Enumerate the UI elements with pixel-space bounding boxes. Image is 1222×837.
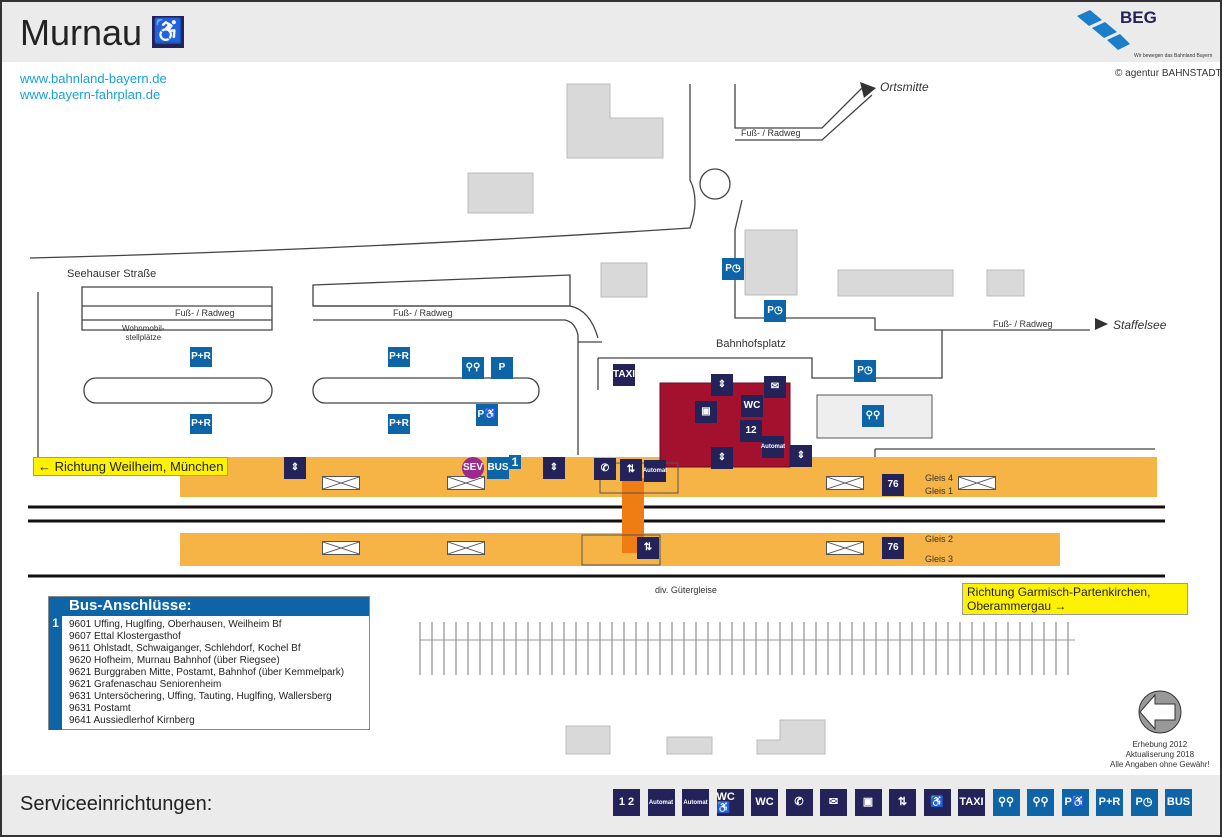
bike-parking-icon: ⚲⚲ [462, 357, 484, 379]
bus-line: 9601 Uffing, Huglfing, Oberhausen, Weilh… [69, 619, 282, 630]
bus-line: 9607 Ettal Klostergasthof [69, 631, 181, 642]
note: Alle Angaben ohne Gewähr! [1110, 760, 1210, 769]
header: Murnau ♿ BEG Wir bewegen das Bahnland Ba… [2, 2, 1220, 62]
bus-icon: BUS [1165, 789, 1192, 816]
taxi-icon: TAXI [613, 364, 635, 386]
shelter [826, 541, 864, 555]
bike-parking-icon: ⚲⚲ [1027, 789, 1054, 816]
phone-icon: ✆ [594, 458, 616, 480]
lockers-icon: ▣ [695, 401, 717, 423]
footer: Serviceeinrichtungen: 1 2 Automat Automat W… [2, 775, 1220, 835]
lockers-icon: ▣ [854, 789, 882, 816]
bus-line: 9621 Grafenaschau Seniorenheim [69, 679, 222, 690]
ticket-office-icon: 12 [740, 420, 762, 442]
shelter [322, 541, 360, 555]
motorbike-parking-icon: P [491, 357, 513, 379]
park-and-ride-icon: P+R [190, 345, 212, 367]
taxi-icon: TAXI [958, 789, 985, 816]
wc-icon: WC [751, 789, 778, 816]
shelter [447, 476, 485, 490]
beg-logo: BEG Wir bewegen das Bahnland Bayern [1072, 6, 1212, 61]
phone-icon: ✆ [785, 789, 813, 816]
shelter [322, 476, 360, 490]
park-and-ride-icon: P+R [190, 412, 212, 434]
platform-track-icon: 76 [882, 474, 904, 496]
short-term-parking-icon: P◷ [764, 300, 786, 322]
entrance-icon: ⇕ [543, 457, 565, 479]
direction-garmisch: Richtung Garmisch-Partenkirchen, Oberamm… [962, 583, 1188, 615]
bus-line: 9611 Ohlstadt, Schwaiganger, Schlehdorf,… [69, 643, 301, 654]
platform-track-icon: 76 [882, 537, 904, 559]
label-ortsmitte: Ortsmitte [880, 80, 929, 94]
park-and-ride-icon: P+R [388, 345, 410, 367]
entrance-icon: ⇕ [790, 445, 812, 467]
label-staffelsee: Staffelsee [1113, 318, 1167, 332]
bus-bay-badge: 1 [49, 616, 62, 730]
page-title: Murnau [20, 12, 143, 53]
short-term-parking-icon: P◷ [854, 360, 876, 382]
ticket-machine-icon: Automat [643, 460, 667, 482]
label-radweg-3: Fuß- / Radweg [175, 308, 235, 318]
mail-icon: ✉ [820, 789, 847, 816]
link-bahnland[interactable]: www.bahnland-bayern.de [20, 71, 167, 86]
shelter [958, 476, 996, 490]
park-and-ride-icon: P+R [388, 412, 410, 434]
entrance-icon: ⇕ [711, 374, 733, 396]
ticket-machine-long-distance-icon: Automat [647, 789, 675, 816]
shelter [826, 476, 864, 490]
bus-line: 9631 Untersöchering, Uffing, Tauting, Hu… [69, 691, 332, 702]
note: Aktualiserung 2018 [1125, 750, 1195, 759]
label-gleis2: Gleis 2 [925, 534, 954, 544]
elevator-icon: ⇅ [620, 459, 642, 481]
label-wohnmobil: Wohnmobil- stellplätze [122, 324, 165, 342]
label-gleis3: Gleis 3 [925, 554, 954, 564]
short-term-parking-icon: P◷ [722, 258, 744, 280]
label-gleis4: Gleis 4 [925, 473, 954, 483]
bike-parking-icon: ⚲⚲ [862, 405, 884, 427]
bus-stop-icon: BUS [487, 457, 509, 479]
label-bahnhofsplatz: Bahnhofsplatz [716, 338, 786, 350]
bus-line: 9621 Burggraben Mitte, Postamt, Bahnhof … [69, 667, 345, 678]
bus-line: 9620 Hofheim, Murnau Bahnhof (über Riegs… [69, 655, 280, 666]
covered-bike-parking-icon: ⚲⚲ [992, 789, 1020, 816]
mail-icon: ✉ [764, 376, 786, 398]
label-gueterleise: div. Gütergleise [655, 585, 717, 595]
accessible-wc-icon: WC [741, 395, 763, 417]
note: Erhebung 2012 [1132, 740, 1188, 749]
elevator-icon: ⇅ [889, 789, 916, 816]
bus-lines-list: 9601 Uffing, Huglfing, Oberhausen, Weilh… [69, 619, 344, 727]
shelter [447, 541, 485, 555]
link-fahrplan[interactable]: www.bayern-fahrplan.de [20, 87, 161, 102]
ticket-machine-icon: Automat [761, 436, 785, 458]
label-radweg-2: Fuß- / Radweg [993, 319, 1053, 329]
elevator-icon: ⇅ [637, 537, 659, 559]
bus-connections-panel: Bus-Anschlüsse: 1 9601 Uffing, Huglfing,… [48, 596, 370, 730]
bus-panel-title: Bus-Anschlüsse: [49, 597, 369, 616]
ticket-machine-regional-icon: Automat [682, 789, 709, 816]
label-seehauser: Seehauser Straße [67, 268, 157, 280]
wheelchair-icon: ♿ [152, 16, 184, 48]
bus-bay-number: 1 [509, 455, 521, 469]
entrance-icon: ⇕ [711, 447, 733, 469]
legend-title: Serviceeinrichtungen: [20, 793, 213, 815]
bus-line: 9631 Postamt [69, 703, 131, 714]
direction-weilheim: ← Richtung Weilheim, München [33, 457, 229, 476]
entrance-icon: ⇕ [284, 457, 306, 479]
accessible-parking-icon: P♿ [476, 404, 498, 426]
label-radweg-1: Fuß- / Radweg [741, 128, 801, 138]
ticket-machine-icon: 1 2 [613, 789, 640, 816]
accessible-wc-icon: WC♿ [716, 789, 744, 816]
label-radweg-4: Fuß- / Radweg [393, 308, 453, 318]
accessible-parking-icon: P♿ [1061, 789, 1089, 816]
copyright: © agentur BAHNSTADT [1115, 68, 1222, 79]
short-term-parking-icon: P◷ [1130, 789, 1158, 816]
wheelchair-lift-icon: ♿ [923, 789, 951, 816]
sev-replacement-bus-icon: SEV [462, 457, 484, 479]
label-gleis1: Gleis 1 [925, 486, 954, 496]
park-and-ride-icon: P+R [1096, 789, 1123, 816]
bus-line: 9641 Aussiedlerhof Kirnberg [69, 715, 195, 726]
